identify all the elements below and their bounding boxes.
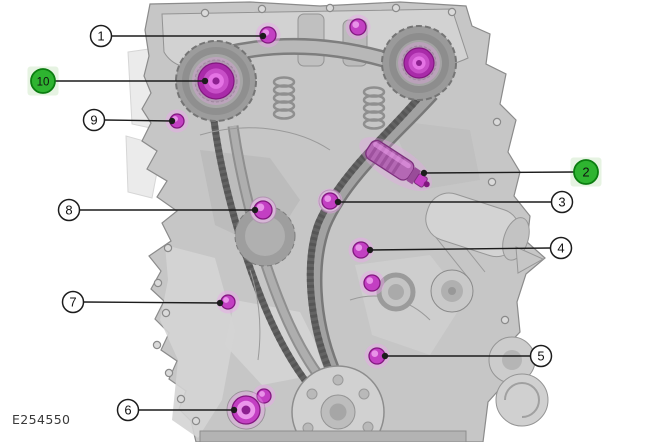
highlight-exhaust-vct-hub: [398, 42, 440, 84]
callout-6: 6: [116, 398, 238, 422]
callout-4: 4: [366, 236, 573, 260]
leader-dot: [230, 406, 238, 414]
leader-dot: [334, 198, 342, 206]
leader-dot: [168, 117, 176, 125]
ringed-bore: [376, 272, 416, 312]
callout-number: 1: [97, 29, 104, 44]
left-chain-guide: [227, 125, 337, 396]
starter-swirl: [488, 336, 549, 427]
leader-line: [104, 119, 173, 122]
callout-number: 8: [65, 203, 72, 218]
callout-layer: 1 10 9 2 3 8 4 7 5 6: [27, 24, 602, 422]
highlight-bolt-4b: [359, 270, 385, 296]
callout-circle: [82, 108, 106, 132]
highlight-bolt-5: [364, 343, 390, 369]
leader-dot: [251, 206, 259, 214]
leader-dot: [366, 246, 374, 254]
callout-circle: [116, 398, 140, 422]
callout-circle: [529, 344, 553, 368]
callout-circle: [549, 236, 573, 260]
leader-line: [369, 247, 551, 251]
callout-number: 4: [557, 241, 564, 256]
callout-number: 3: [558, 195, 565, 210]
leader-dot: [420, 169, 428, 177]
highlight-bolt-8: [249, 196, 277, 224]
water-pump-boss: [430, 269, 474, 313]
highlight-bolt-6b: [252, 384, 276, 408]
callout-circle: [61, 290, 85, 314]
timing-chain-left: [210, 119, 329, 407]
callout-3: 3: [334, 190, 574, 214]
right-chain-guide: [307, 89, 438, 371]
figure-code: E254550: [12, 412, 71, 427]
callout-number: 5: [537, 349, 544, 364]
bottom-flange: [199, 430, 467, 442]
highlight-top-guide-bolt-right: [345, 14, 371, 40]
leader-dot: [201, 77, 209, 85]
callout-number: 10: [37, 77, 50, 89]
leader-line: [423, 171, 575, 174]
callout-1: 1: [89, 24, 267, 48]
valve-spring-left: [272, 76, 296, 120]
leader-dot: [259, 32, 267, 40]
callout-number: 2: [582, 165, 589, 180]
callout-number: 7: [69, 295, 76, 310]
highlight-bolt-4: [348, 237, 374, 263]
highlight-crank-seal-bolt: [227, 391, 265, 429]
callout-circle: [30, 68, 56, 94]
highlight-top-guide-bolt-left: [255, 22, 281, 48]
highlight-bolt-7: [216, 290, 240, 314]
crank-flange: [291, 365, 385, 442]
callout-7: 7: [61, 290, 224, 314]
highlight-chain-tensioner: [359, 137, 433, 192]
callout-2: 2: [420, 157, 602, 187]
callout-number: 9: [90, 113, 97, 128]
callout-circle: [573, 159, 599, 185]
callout-9: 9: [82, 108, 176, 132]
callout-8: 8: [57, 198, 259, 222]
leader-dot: [381, 352, 389, 360]
callout-number: 6: [124, 403, 131, 418]
leader-dot: [216, 299, 224, 307]
callout-circle: [57, 198, 81, 222]
leader-line: [83, 301, 221, 304]
callout-10: 10: [27, 66, 209, 96]
callout-circle: [89, 24, 113, 48]
highlight-intake-vct-hub: [192, 57, 240, 105]
right-edge-tab: [515, 246, 545, 274]
valve-spring-right: [362, 86, 386, 130]
bolt-holes: [152, 3, 510, 426]
callout-circle: [550, 190, 574, 214]
callout-5: 5: [381, 344, 553, 368]
